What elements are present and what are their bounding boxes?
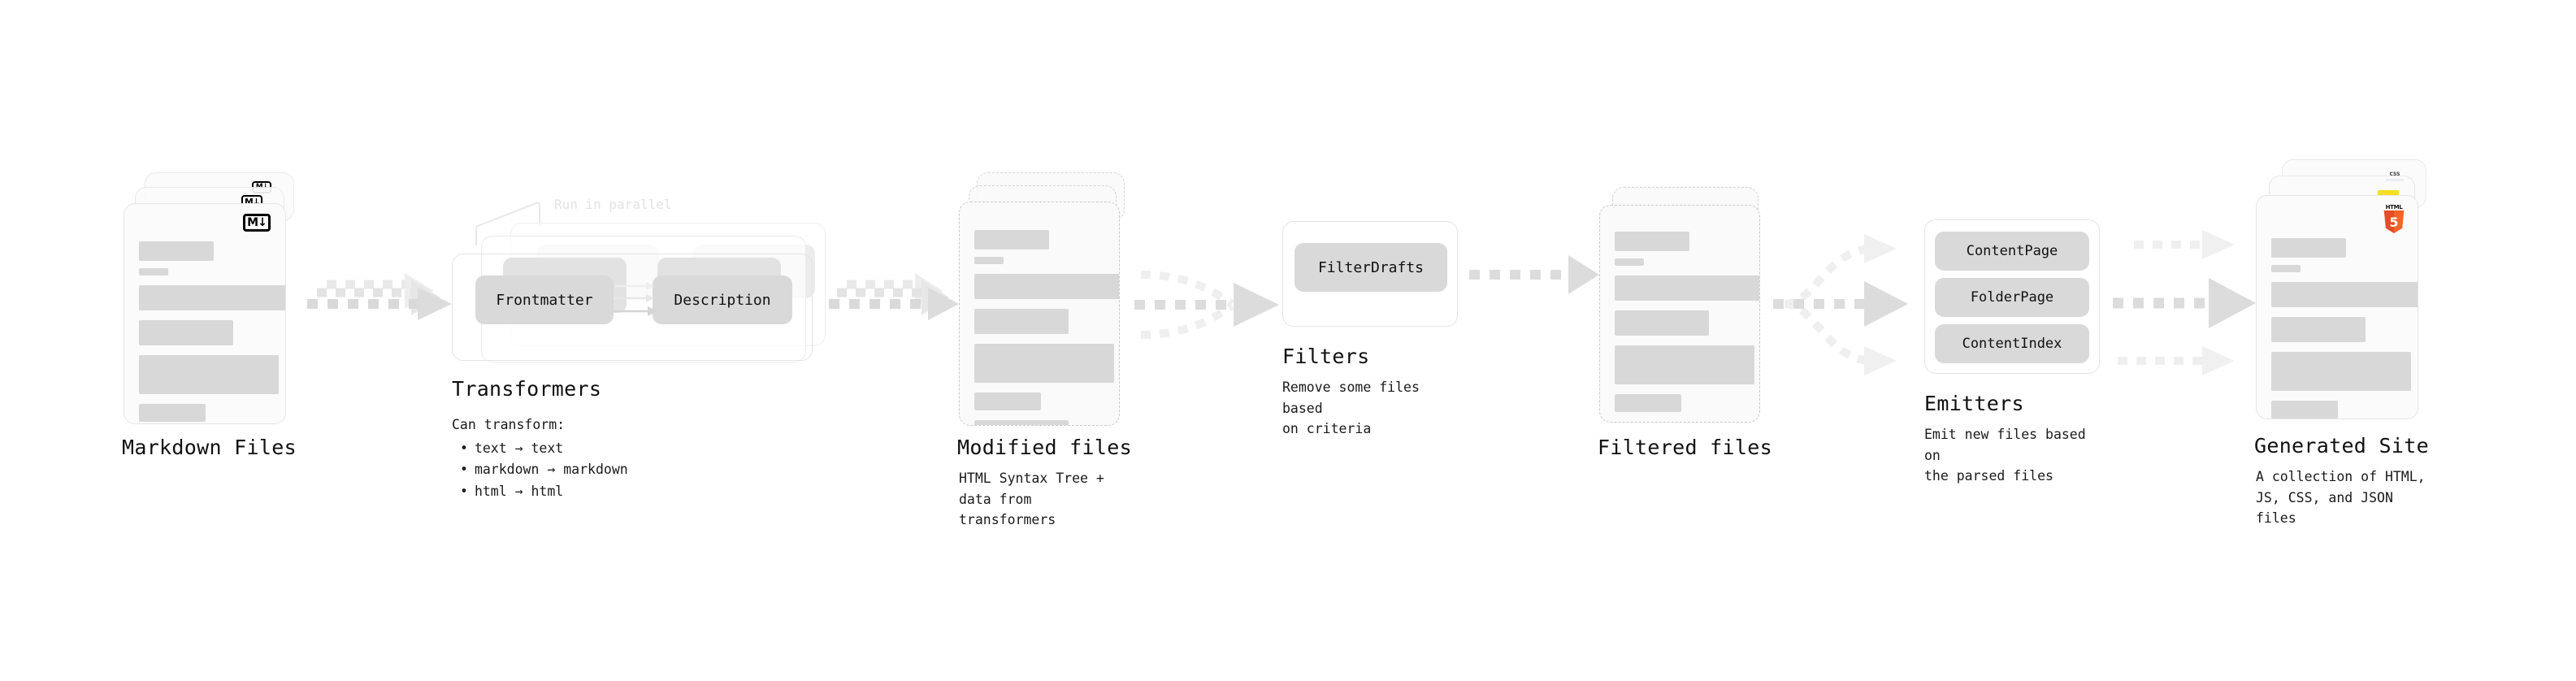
skeleton-bar	[1615, 258, 1644, 266]
arrow-filtered-to-emitters	[1773, 234, 1908, 375]
skeleton-bar	[139, 241, 214, 261]
transformers-bullets: Can transform: text → text markdown → ma…	[452, 414, 628, 503]
skeleton-bar	[974, 257, 1004, 264]
skeleton-bar	[974, 309, 1069, 334]
markdown-badge-icon: M↓	[243, 214, 271, 232]
label-generated-site: Generated Site	[2254, 434, 2429, 458]
skeleton-lines	[139, 241, 285, 423]
skeleton-bar	[974, 393, 1041, 410]
desc-modified-files: HTML Syntax Tree + data from transformer…	[959, 471, 1104, 528]
pill-frontmatter[interactable]: Frontmatter	[475, 275, 614, 324]
skeleton-bar	[1615, 394, 1681, 412]
generated-site-card: HTML 5	[2256, 195, 2418, 419]
label-transformers: Transformers	[452, 377, 602, 401]
stage-generated-site: CSS HTML 5 Generated Site A collec	[2254, 159, 2435, 526]
filters-panel: FilterDrafts	[1282, 221, 1458, 327]
markdown-badge: M↓	[243, 214, 271, 232]
run-in-parallel-leader	[475, 202, 540, 245]
skeleton-bar	[974, 420, 1069, 425]
stage-filtered-files: Filtered files	[1598, 187, 1772, 459]
arrow-frontmatter-to-description	[612, 282, 657, 316]
stage-modified-files: Modified files HTML Syntax Tree + data f…	[957, 172, 1132, 527]
stage-emitters: ContentPage FolderPage ContentIndex Emit…	[1924, 219, 2100, 484]
skeleton-bar	[139, 320, 233, 345]
skeleton-bar	[1615, 422, 1709, 423]
label-filters: Filters	[1282, 345, 1370, 368]
label-markdown-files: Markdown Files	[122, 436, 297, 459]
skeleton-bar	[974, 230, 1049, 249]
html5-badge-icon: HTML 5	[2382, 204, 2406, 233]
skeleton-bar	[139, 404, 206, 422]
html5-badge-number: 5	[2389, 215, 2399, 230]
pill-description[interactable]: Description	[653, 275, 792, 324]
skeleton-bar	[2271, 282, 2418, 307]
skeleton-bar	[1615, 275, 1759, 301]
skeleton-bar	[2271, 265, 2301, 272]
modified-file-stack	[959, 172, 1130, 426]
skeleton-bar	[2271, 352, 2411, 391]
bullet-item: html → html	[452, 481, 628, 503]
stage-filters: FilterDrafts Filters Remove some files b…	[1282, 221, 1458, 436]
skeleton-lines	[1615, 232, 1759, 423]
markdown-file-stack: M↓ M↓ M↓	[124, 172, 294, 424]
desc-emitters: Emit new files based on the parsed files	[1924, 427, 2086, 484]
bullet-item: markdown → markdown	[452, 459, 628, 481]
bullet-item: text → text	[452, 438, 628, 460]
skeleton-bar	[2271, 401, 2338, 419]
pill-filterdrafts[interactable]: FilterDrafts	[1295, 243, 1447, 292]
emitters-panel: ContentPage FolderPage ContentIndex	[1924, 219, 2100, 374]
run-in-parallel-note: Run in parallel	[554, 197, 672, 212]
filtered-file-card	[1599, 205, 1760, 423]
skeleton-bar	[139, 285, 285, 310]
skeleton-bar	[974, 344, 1114, 383]
generated-file-stack: CSS HTML 5	[2256, 159, 2435, 427]
modified-file-card	[959, 202, 1120, 426]
pill-folderpage[interactable]: FolderPage	[1935, 278, 2089, 317]
skeleton-bar	[2271, 317, 2366, 342]
arrow-markdown-to-transformers	[307, 273, 452, 320]
bullets-header: Can transform:	[452, 417, 566, 432]
arrow-emitters-to-generated	[2113, 230, 2256, 375]
skeleton-bar	[1615, 345, 1754, 384]
pill-contentpage[interactable]: ContentPage	[1935, 232, 2089, 271]
skeleton-bar	[1615, 232, 1689, 251]
skeleton-lines	[2271, 238, 2418, 419]
arrow-filters-to-filtered	[1469, 255, 1599, 294]
desc-filters: Remove some files based on criteria	[1282, 380, 1420, 437]
stage-markdown-files: M↓ M↓ M↓ Markdown Files	[122, 172, 297, 459]
markdown-file-card: M↓	[124, 203, 286, 424]
skeleton-lines	[974, 230, 1119, 425]
skeleton-bar	[139, 355, 279, 394]
label-filtered-files: Filtered files	[1598, 436, 1772, 459]
skeleton-bar	[2271, 238, 2346, 258]
html5-badge: HTML 5	[2382, 204, 2406, 233]
skeleton-bar	[1615, 310, 1709, 336]
html5-badge-label: HTML	[2385, 204, 2403, 210]
arrow-modified-to-filters	[1134, 271, 1279, 339]
desc-generated-site: A collection of HTML, JS, CSS, and JSON …	[2256, 469, 2426, 527]
label-emitters: Emitters	[1924, 392, 2024, 415]
label-modified-files: Modified files	[957, 436, 1132, 459]
transformer-panel-front: Frontmatter Description	[452, 254, 813, 361]
arrow-transformers-to-modified	[829, 273, 959, 320]
html5-shield-shape: 5	[2383, 210, 2405, 233]
skeleton-bar	[974, 274, 1119, 299]
pill-contentindex[interactable]: ContentIndex	[1935, 324, 2089, 363]
filtered-file-stack	[1599, 187, 1770, 423]
skeleton-bar	[139, 268, 168, 275]
